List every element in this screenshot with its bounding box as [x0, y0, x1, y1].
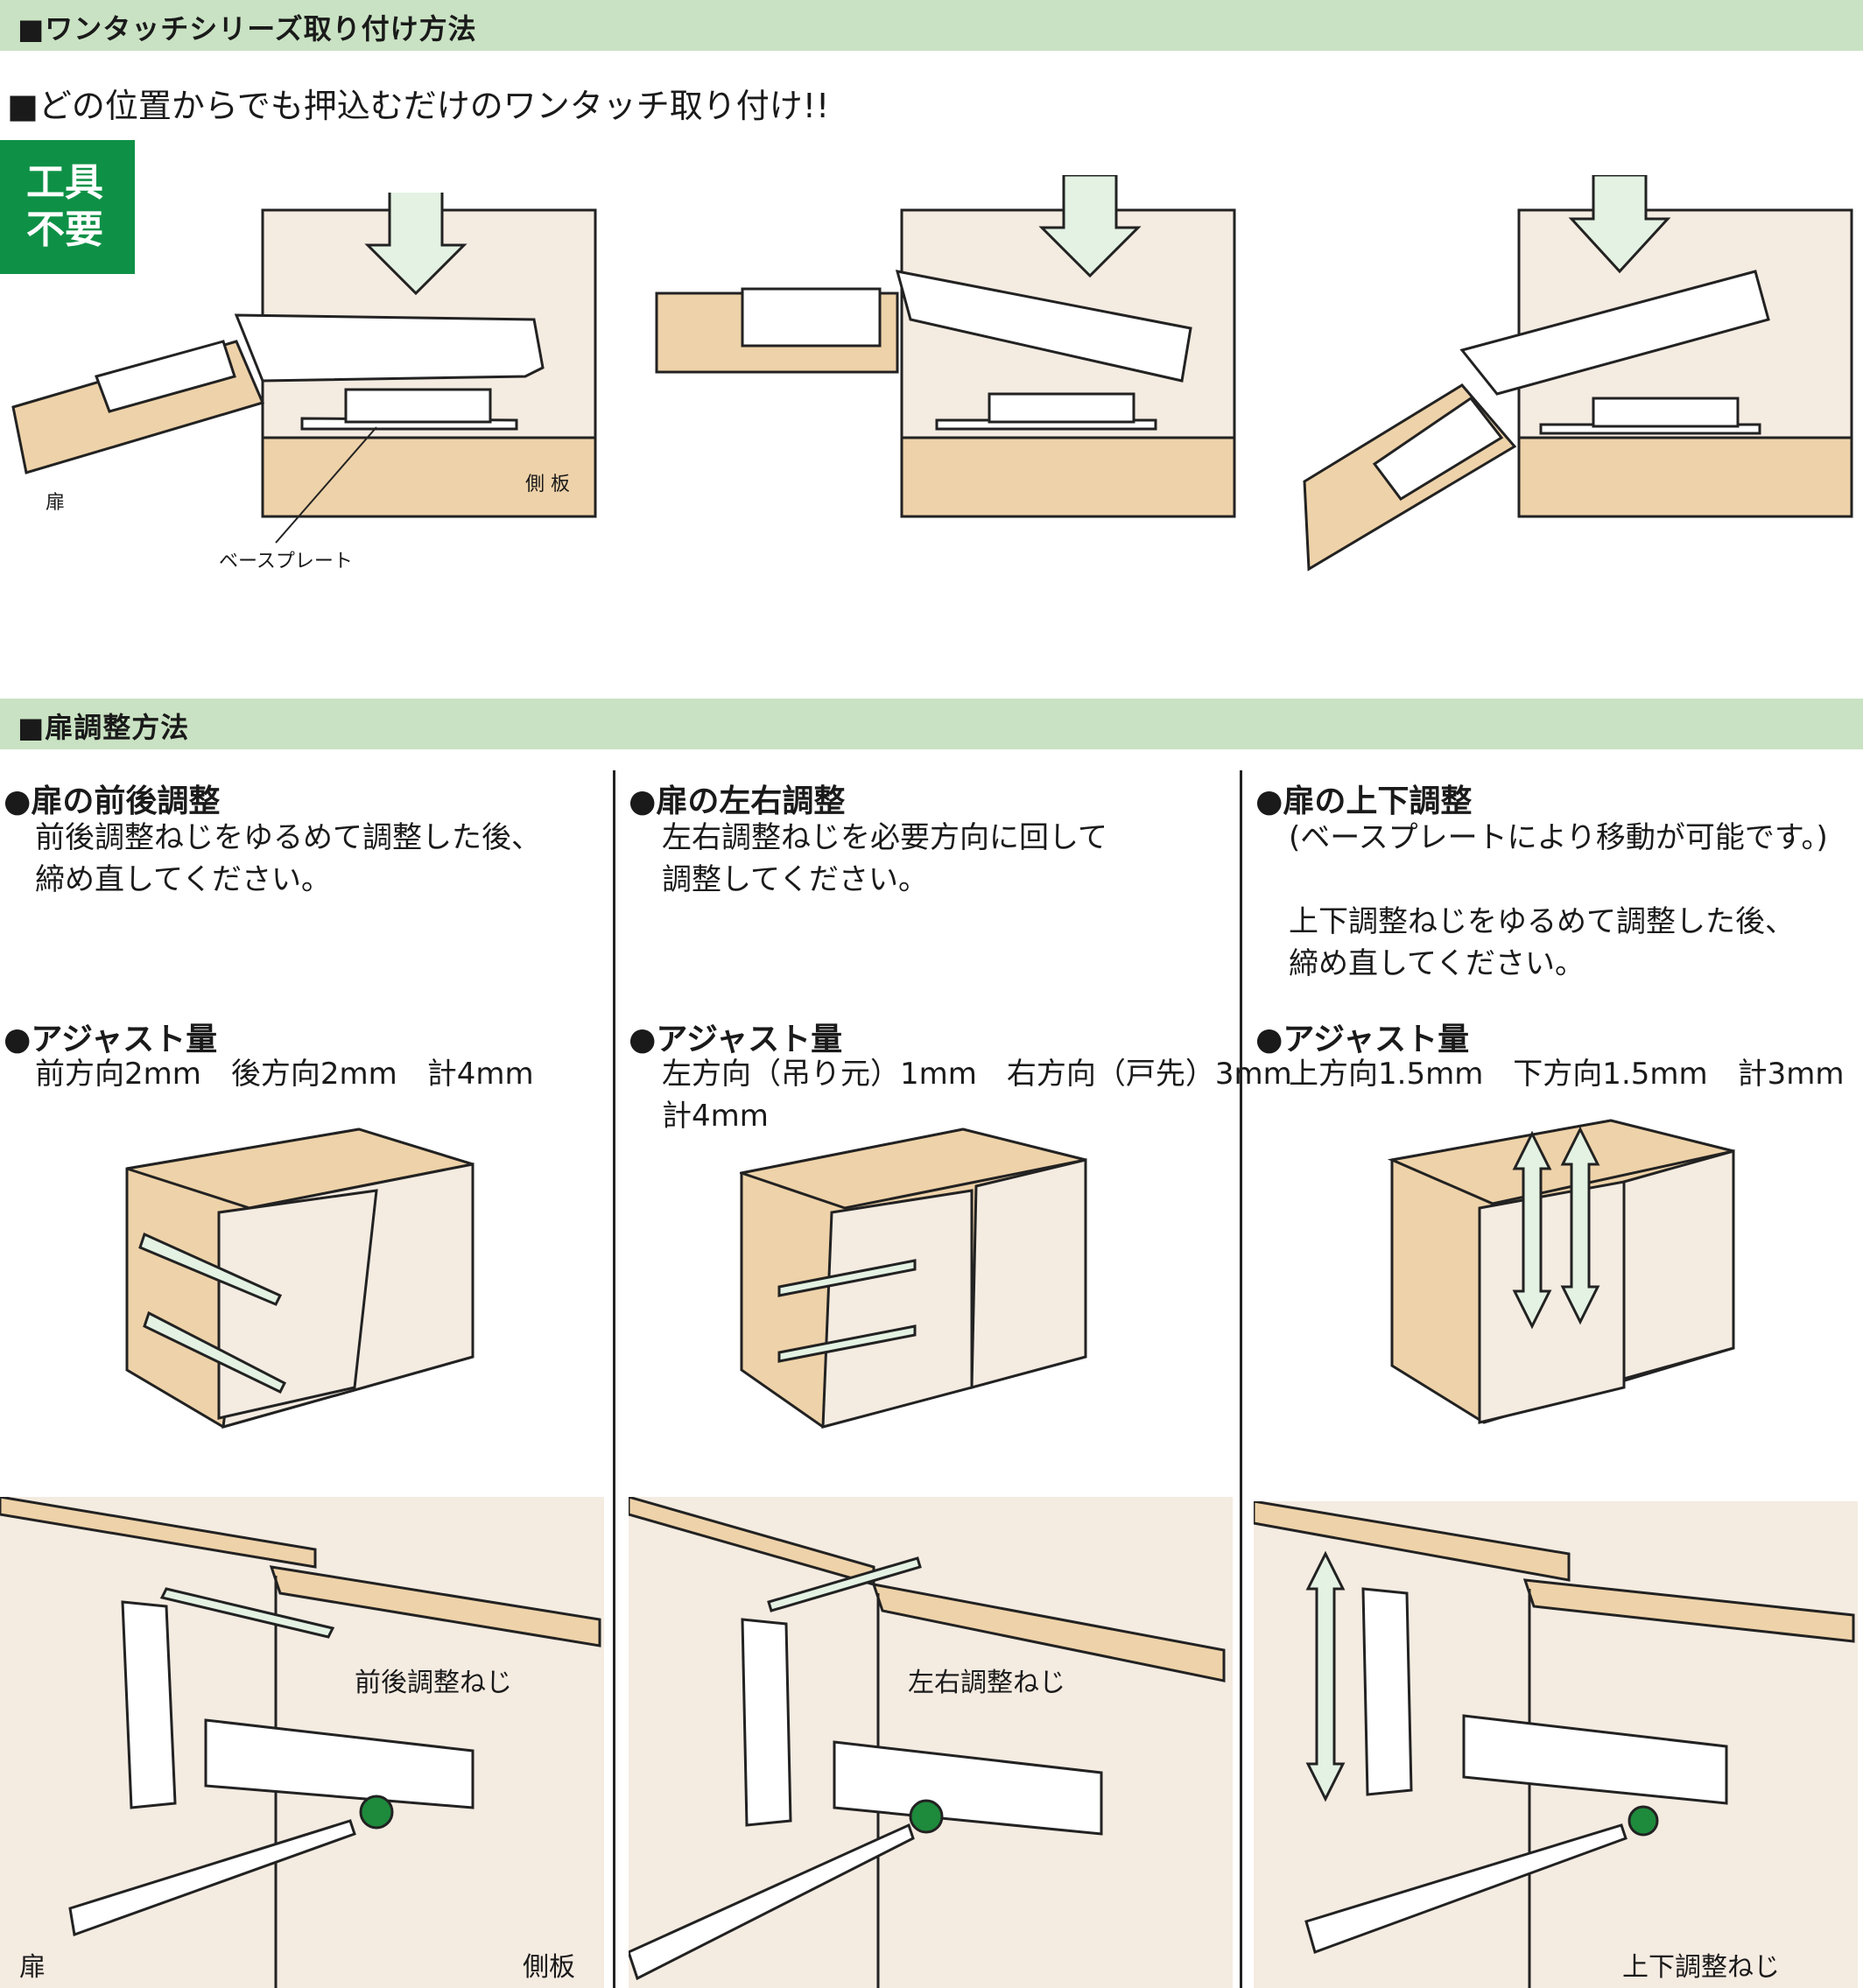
col1-adjust-text: 前方向2mm 後方向2mm 計4mm [35, 1057, 534, 1092]
hinge-door-label: 扉 [19, 1952, 46, 1983]
col1-text: 前後調整ねじをゆるめて調整した後、 締め直してください。 [35, 820, 541, 897]
col2-adjust-text: 左方向（吊り元）1mm 右方向（戸先）3mm 計4mm [662, 1057, 1292, 1134]
side-panel-label: 側 板 [525, 474, 570, 495]
col2-adjust-heading: ●アジャスト量 [629, 1022, 843, 1057]
no-tools-badge: 工具 不要 [0, 140, 135, 274]
section-header-install: ■ワンタッチシリーズ取り付け方法 [0, 0, 1863, 51]
hinge-up-down-diagram [1254, 1501, 1858, 1988]
hinge-front-back-diagram [0, 1497, 604, 1988]
cabinet-front-back-diagram [125, 1127, 475, 1430]
col3-adjust-text: 上方向1.5mm 下方向1.5mm 計3mm [1289, 1057, 1845, 1092]
base-plate-label: ベースプレート [219, 551, 353, 573]
install-diagram-2 [655, 175, 1236, 518]
door-label: 扉 [46, 492, 66, 514]
col1-adjust-heading: ●アジャスト量 [4, 1022, 218, 1057]
column-divider-1 [613, 770, 615, 1988]
hinge-side-label: 側板 [523, 1952, 575, 1983]
cabinet-left-right-diagram [740, 1127, 1087, 1429]
install-diagram-3 [1303, 175, 1853, 572]
cabinet-up-down-diagram [1388, 1119, 1735, 1424]
section-title-install: ■ワンタッチシリーズ取り付け方法 [18, 12, 477, 46]
col3-adjust-heading: ●アジャスト量 [1255, 1022, 1470, 1057]
col3-heading: ●扉の上下調整 [1255, 783, 1473, 819]
col3-text: (ベースプレートにより移動が可能です。) 上下調整ねじをゆるめて調整した後、 締… [1289, 820, 1828, 981]
up-down-screw-label: 上下調整ねじ [1622, 1952, 1780, 1983]
section-header-adjust: ■扉調整方法 [0, 699, 1863, 749]
column-divider-2 [1240, 770, 1242, 1988]
left-right-screw-label: 左右調整ねじ [908, 1668, 1065, 1698]
install-lead-text: ■どの位置からでも押込むだけのワンタッチ取り付け!! [7, 87, 830, 125]
col2-text: 左右調整ねじを必要方向に回して 調整してください。 [662, 820, 1107, 897]
install-diagram-1 [11, 193, 597, 544]
col1-heading: ●扉の前後調整 [4, 783, 221, 819]
col2-heading: ●扉の左右調整 [629, 783, 846, 819]
section-title-adjust: ■扉調整方法 [18, 711, 190, 744]
hinge-left-right-diagram [629, 1497, 1233, 1988]
front-back-screw-label: 前後調整ねじ [355, 1668, 512, 1698]
